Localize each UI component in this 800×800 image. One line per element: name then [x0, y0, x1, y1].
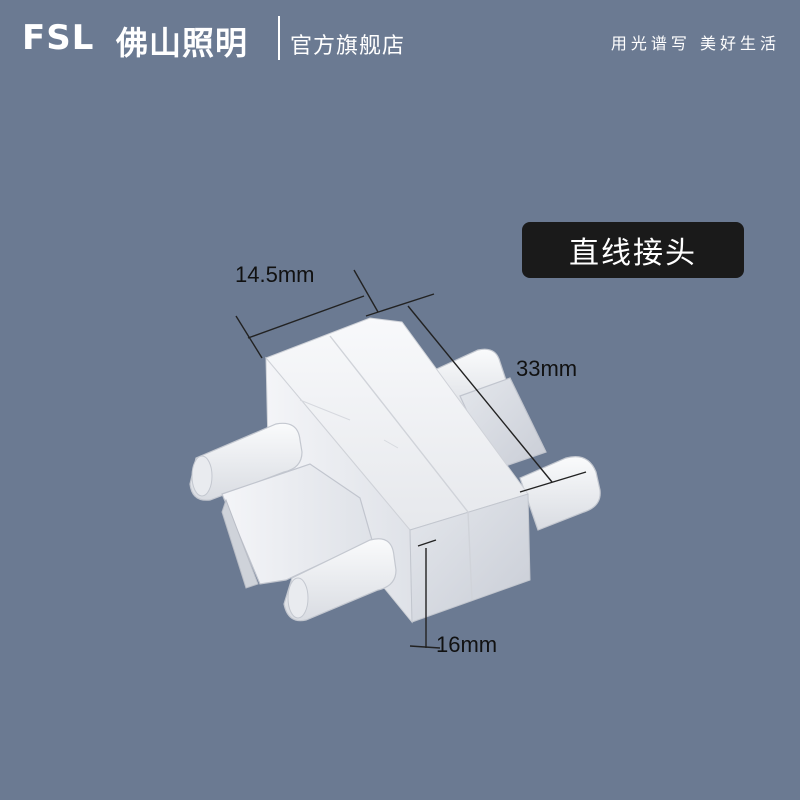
- back-pin-lower: [519, 456, 601, 531]
- width-dimension-label: 14.5mm: [235, 262, 315, 287]
- height-dimension-line: [409, 539, 441, 649]
- front-pin-lower: [283, 538, 397, 622]
- length-dimension-line: [365, 293, 587, 493]
- brand-slogan: 用光谱写 美好生活: [610, 34, 780, 53]
- front-plug-housing: [221, 463, 373, 589]
- length-dimension-label: 33mm: [516, 356, 578, 381]
- height-dimension-label: 16mm: [436, 632, 498, 657]
- brand-logo-latin: FSL: [22, 18, 95, 58]
- product-type-badge: 直线接头: [522, 222, 744, 278]
- header-divider: [278, 16, 280, 60]
- width-dimension-line: [235, 269, 379, 359]
- product-type-label: 直线接头: [569, 236, 697, 271]
- store-label: 官方旗舰店: [290, 34, 406, 59]
- front-pin-upper: [189, 422, 303, 501]
- brand-logo-chinese: 佛山照明: [116, 24, 249, 62]
- brand-header: FSL 佛山照明 官方旗舰店 用光谱写 美好生活: [0, 0, 800, 80]
